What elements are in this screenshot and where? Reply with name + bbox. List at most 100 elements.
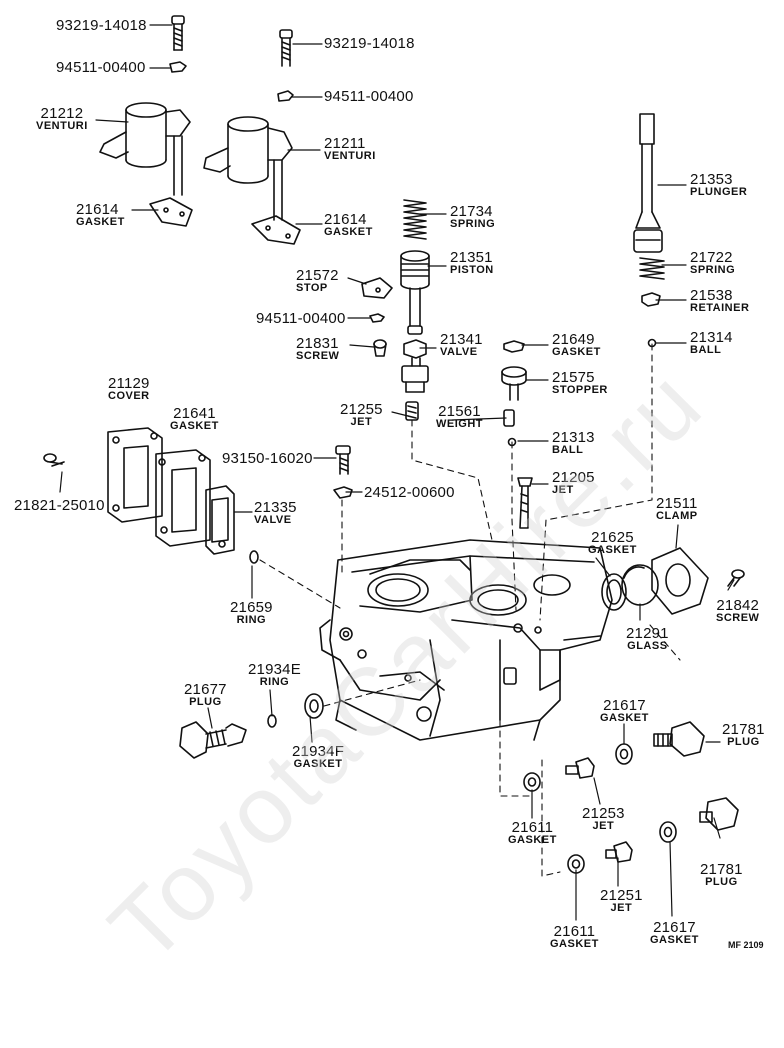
valve-21335	[205, 485, 235, 555]
part-name: STOPPER	[552, 384, 608, 396]
part-name: CLAMP	[656, 510, 698, 522]
gasket-21617-b	[659, 821, 677, 843]
part-name: GASKET	[550, 938, 599, 950]
part-name: SCREW	[716, 612, 760, 624]
part-name: VALVE	[440, 346, 478, 358]
part-number: 21614	[324, 211, 367, 228]
part-number: 21351	[450, 249, 493, 266]
gasket-24512	[333, 486, 353, 499]
part-number: 94511-00400	[256, 310, 346, 327]
part-name: RING	[236, 614, 267, 626]
part-number: 21205	[552, 469, 595, 486]
ring-21934E	[267, 714, 277, 728]
jet-21255	[405, 401, 419, 421]
part-name: JET	[592, 820, 615, 832]
plunger-21353	[633, 113, 663, 253]
part-name: PLUNGER	[690, 186, 748, 198]
nut-94511-b	[277, 90, 294, 102]
part-number: 21821-25010	[14, 497, 105, 514]
part-number: 21625	[591, 529, 634, 546]
part-name: GASKET	[324, 226, 373, 238]
part-number: 21212	[40, 105, 84, 122]
part-number: 94511-00400	[324, 88, 414, 105]
part-number: 21335	[254, 499, 297, 516]
callout-93219-14018-b: 93219-14018	[324, 36, 415, 51]
part-name: GLASS	[627, 640, 668, 652]
carburetor-body	[319, 539, 613, 741]
gasket-21611-b	[567, 854, 585, 874]
part-name: SCREW	[296, 350, 340, 362]
callout-94511-00400-b: 94511-00400	[324, 89, 414, 104]
part-name: GASKET	[170, 420, 219, 432]
glass-21291	[621, 564, 659, 606]
part-number: 21641	[173, 405, 216, 422]
part-number: 21253	[582, 805, 625, 822]
part-name: GASKET	[650, 934, 699, 946]
jet-21253	[565, 757, 595, 779]
part-number: 21561	[438, 403, 481, 420]
part-number: 21934E	[248, 661, 301, 678]
part-number: 21353	[690, 171, 733, 188]
part-number: 21611	[511, 819, 554, 836]
part-number: 24512-00600	[364, 484, 455, 501]
gasket-21617-a	[615, 743, 633, 765]
callout-21821-25010: 21821-25010	[14, 498, 105, 513]
part-name: GASKET	[508, 834, 557, 846]
leader-lines	[59, 24, 735, 921]
screw-21831	[373, 339, 387, 357]
part-name: GASKET	[552, 346, 601, 358]
part-number: 21314	[690, 329, 733, 346]
part-name: BALL	[690, 344, 722, 356]
gasket-21934F	[304, 693, 324, 719]
ball-21314	[647, 338, 657, 348]
part-number: 21211	[324, 135, 366, 152]
part-name: JET	[552, 484, 574, 496]
spring-21722	[639, 257, 665, 280]
gasket-21611-a	[523, 772, 541, 792]
callout-24512-00600: 24512-00600	[364, 485, 455, 500]
bolt-93219-b	[279, 29, 293, 67]
plug-21781-a	[653, 721, 705, 757]
gasket-21614-b	[251, 215, 301, 245]
part-name: VALVE	[254, 514, 292, 526]
part-number: 21617	[653, 919, 696, 936]
part-number: 21313	[552, 429, 595, 446]
part-name: COVER	[108, 390, 150, 402]
part-number: 21291	[626, 625, 669, 642]
figure-code: MF 2109	[728, 940, 764, 950]
part-number: 21575	[552, 369, 595, 386]
gasket-21625	[601, 573, 627, 611]
part-name: PISTON	[450, 264, 494, 276]
plug-21781-b	[699, 797, 739, 831]
ring-21659	[249, 550, 259, 564]
part-number: 21611	[553, 923, 596, 940]
part-name: RING	[259, 676, 290, 688]
ball-21313	[507, 437, 517, 447]
retainer-21538	[641, 292, 661, 307]
part-name: BALL	[552, 444, 584, 456]
part-number: 21572	[296, 267, 339, 284]
